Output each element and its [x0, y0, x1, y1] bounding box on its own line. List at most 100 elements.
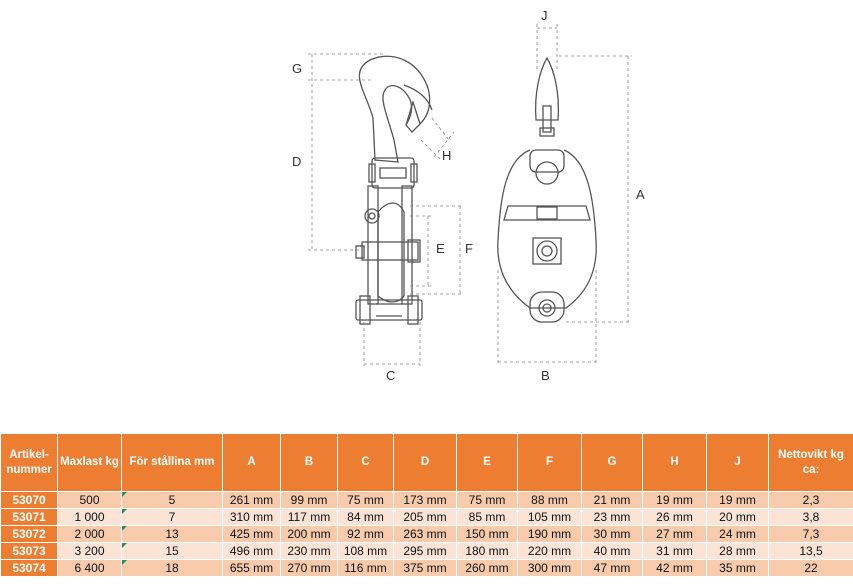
side-plate-left [367, 185, 379, 305]
cell-h: 31 mm [642, 542, 707, 560]
table-row: 53070 500 5 261 mm 99 mm 75 mm 173 mm 75… [0, 491, 853, 509]
header-f: F [517, 433, 582, 492]
cell-weight: 3,8 [768, 508, 853, 526]
cell-d: 173 mm [393, 491, 457, 509]
front-block-body [497, 149, 597, 309]
cell-b: 99 mm [280, 491, 338, 509]
header-j: J [706, 433, 769, 492]
cell-b: 117 mm [280, 508, 338, 526]
header-net-weight: Nettovikt kg ca: [768, 433, 853, 492]
cell-h: 42 mm [642, 559, 707, 577]
cell-wire: 18 [121, 559, 223, 577]
cell-a: 425 mm [222, 525, 281, 543]
header-max-load: Maxlast kg [57, 433, 122, 492]
header-b: B [280, 433, 338, 492]
cell-g: 40 mm [581, 542, 643, 560]
cell-c: 75 mm [337, 491, 394, 509]
cell-max-load: 3 200 [57, 542, 122, 560]
cell-g: 23 mm [581, 508, 643, 526]
bottom-bolt [355, 299, 423, 321]
cell-e: 150 mm [456, 525, 518, 543]
sheave [377, 202, 405, 303]
cell-article: 53070 [0, 491, 58, 509]
table-row: 53071 1 000 7 310 mm 117 mm 84 mm 205 mm… [0, 508, 853, 526]
cell-wire: 7 [121, 508, 223, 526]
cell-wire: 13 [121, 525, 223, 543]
cell-max-load: 6 400 [57, 559, 122, 577]
cell-f: 190 mm [517, 525, 582, 543]
cell-j: 19 mm [706, 491, 769, 509]
dim-label-c: C [386, 368, 395, 383]
cell-h: 19 mm [642, 491, 707, 509]
header-wire-rope: För stållina mm [121, 433, 223, 492]
dim-label-a: A [636, 187, 645, 202]
cell-c: 84 mm [337, 508, 394, 526]
cell-d: 263 mm [393, 525, 457, 543]
cell-article: 53071 [0, 508, 58, 526]
cell-max-load: 500 [57, 491, 122, 509]
cell-g: 30 mm [581, 525, 643, 543]
cell-article: 53073 [0, 542, 58, 560]
dim-label-b: B [541, 368, 550, 383]
header-e: E [456, 433, 518, 492]
dim-label-g: G [292, 61, 302, 76]
cell-article: 53072 [0, 525, 58, 543]
header-article-number: Artikel-nummer [0, 433, 58, 492]
header-h: H [642, 433, 707, 492]
dim-label-f: F [465, 241, 473, 256]
cell-d: 205 mm [393, 508, 457, 526]
cell-g: 21 mm [581, 491, 643, 509]
cell-h: 26 mm [642, 508, 707, 526]
snatch-block-technical-drawing: G D H E F C J A B [292, 8, 645, 383]
cell-d: 295 mm [393, 542, 457, 560]
cell-g: 47 mm [581, 559, 643, 577]
cell-f: 300 mm [517, 559, 582, 577]
cell-b: 270 mm [280, 559, 338, 577]
header-a: A [222, 433, 281, 492]
dim-label-h: H [442, 148, 451, 163]
cell-e: 180 mm [456, 542, 518, 560]
cell-weight: 2,3 [768, 491, 853, 509]
cell-f: 88 mm [517, 491, 582, 509]
upper-shackle [371, 157, 415, 189]
specification-table: Artikel-nummer Maxlast kg För stållina m… [0, 433, 853, 577]
cell-b: 200 mm [280, 525, 338, 543]
cell-d: 375 mm [393, 559, 457, 577]
cell-weight: 22 [768, 559, 853, 577]
cell-c: 92 mm [337, 525, 394, 543]
cell-j: 20 mm [706, 508, 769, 526]
dim-label-e: E [436, 241, 445, 256]
header-g: G [581, 433, 643, 492]
cell-c: 108 mm [337, 542, 394, 560]
cell-b: 230 mm [280, 542, 338, 560]
axle-bolt [361, 241, 419, 261]
side-plate-right [401, 185, 413, 305]
cell-max-load: 2 000 [57, 525, 122, 543]
hook-latch [405, 99, 421, 126]
cell-f: 105 mm [517, 508, 582, 526]
cell-c: 116 mm [337, 559, 394, 577]
cell-article: 53074 [0, 559, 58, 577]
cell-e: 260 mm [456, 559, 518, 577]
cell-j: 28 mm [706, 542, 769, 560]
table-header-row: Artikel-nummer Maxlast kg För stållina m… [0, 433, 853, 492]
dim-label-j: J [541, 8, 548, 23]
cell-a: 261 mm [222, 491, 281, 509]
cell-weight: 13,5 [768, 542, 853, 560]
table-row: 53073 3 200 15 496 mm 230 mm 108 mm 295 … [0, 542, 853, 560]
cell-a: 310 mm [222, 508, 281, 526]
table-row: 53072 2 000 13 425 mm 200 mm 92 mm 263 m… [0, 525, 853, 543]
cell-e: 85 mm [456, 508, 518, 526]
cell-h: 27 mm [642, 525, 707, 543]
cell-j: 35 mm [706, 559, 769, 577]
cell-j: 24 mm [706, 525, 769, 543]
cell-wire: 15 [121, 542, 223, 560]
cell-a: 496 mm [222, 542, 281, 560]
header-d: D [393, 433, 457, 492]
cell-wire: 5 [121, 491, 223, 509]
front-hook [534, 56, 560, 121]
cell-max-load: 1 000 [57, 508, 122, 526]
cell-weight: 7,3 [768, 525, 853, 543]
table-row: 53074 6 400 18 655 mm 270 mm 116 mm 375 … [0, 559, 853, 577]
cell-f: 220 mm [517, 542, 582, 560]
